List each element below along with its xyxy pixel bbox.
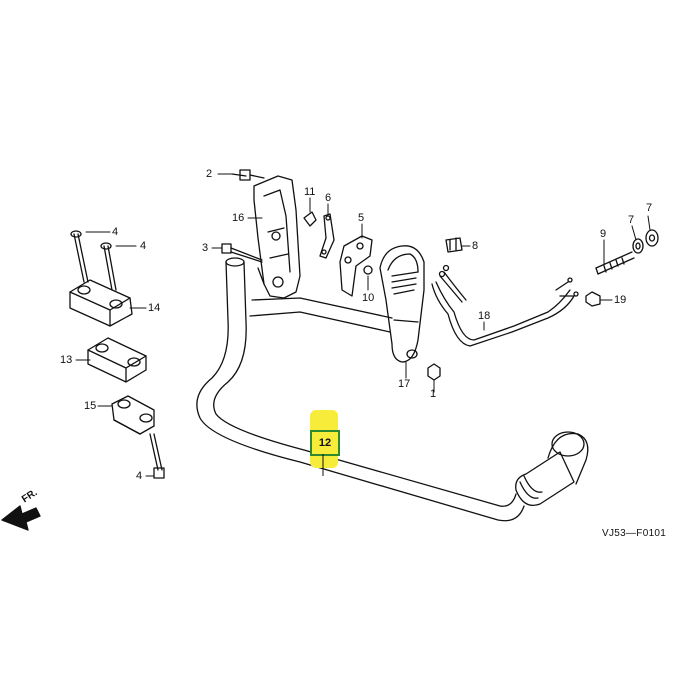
- callout-6[interactable]: 6: [325, 192, 331, 204]
- bolt-2[interactable]: [231, 169, 265, 181]
- callout-6-text: 6: [325, 192, 332, 204]
- callout-4c[interactable]: 4: [136, 470, 142, 482]
- callout-2-text: 2: [206, 168, 213, 180]
- callout-3-text: 3: [202, 242, 209, 254]
- callout-7a-text: 7: [628, 214, 635, 226]
- callout-7b[interactable]: 7: [646, 202, 652, 214]
- handlebar-arm[interactable]: [196, 257, 525, 522]
- callout-13[interactable]: 13: [60, 354, 72, 366]
- callout-14-text: 14: [148, 302, 161, 314]
- nut-10[interactable]: [363, 265, 373, 275]
- bolt-3[interactable]: [221, 243, 263, 263]
- washer-7b[interactable]: [645, 229, 659, 247]
- callout-17-text: 17: [398, 378, 411, 390]
- part-12-label: 12: [318, 437, 332, 449]
- callout-13-text: 13: [60, 354, 73, 366]
- leader-lines: [75, 173, 651, 477]
- callout-4b[interactable]: 4: [140, 240, 146, 252]
- threaded-rod-9[interactable]: [595, 251, 635, 275]
- washer-7a[interactable]: [632, 238, 644, 254]
- bolt-4c[interactable]: [149, 433, 165, 479]
- callout-1[interactable]: 1: [430, 388, 436, 400]
- bolt-4a[interactable]: [70, 230, 89, 283]
- throttle-lever-17[interactable]: [379, 245, 425, 363]
- callout-10-text: 10: [362, 292, 375, 304]
- grip[interactable]: [515, 431, 589, 507]
- front-arrow-icon: [1, 505, 41, 531]
- callout-1-text: 1: [430, 388, 437, 400]
- bolt-19[interactable]: [585, 291, 601, 307]
- callout-4a-text: 4: [112, 226, 119, 238]
- callout-16-text: 16: [232, 212, 245, 224]
- switch-wire-18[interactable]: [431, 264, 579, 347]
- clip-11[interactable]: [303, 211, 317, 227]
- callout-4a[interactable]: 4: [112, 226, 118, 238]
- lower-holder-13[interactable]: [87, 337, 147, 383]
- callout-19[interactable]: 19: [614, 294, 626, 306]
- callout-18[interactable]: 18: [478, 310, 490, 322]
- callout-19-text: 19: [614, 294, 627, 306]
- callout-4b-text: 4: [140, 240, 147, 252]
- callout-11-text: 11: [304, 186, 316, 198]
- callout-5[interactable]: 5: [358, 212, 364, 224]
- part-12-callout-box[interactable]: 12: [310, 430, 340, 456]
- lever-5[interactable]: [339, 235, 373, 297]
- callout-8[interactable]: 8: [472, 240, 478, 252]
- callout-10[interactable]: 10: [362, 292, 374, 304]
- callout-15-text: 15: [84, 400, 97, 412]
- callout-4c-text: 4: [136, 470, 143, 482]
- bolt-4b[interactable]: [100, 242, 117, 291]
- throttle-bracket[interactable]: [253, 175, 301, 299]
- part-12-highlight: [310, 410, 338, 468]
- callout-11[interactable]: 11: [304, 186, 315, 198]
- callout-5-text: 5: [358, 212, 365, 224]
- callout-7b-text: 7: [646, 202, 653, 214]
- holder-base-15[interactable]: [111, 395, 155, 435]
- callout-14[interactable]: 14: [148, 302, 160, 314]
- callout-15[interactable]: 15: [84, 400, 96, 412]
- upper-holder-14[interactable]: [69, 279, 133, 327]
- callout-8-text: 8: [472, 240, 479, 252]
- callout-3[interactable]: 3: [202, 242, 208, 254]
- callout-2[interactable]: 2: [206, 168, 212, 180]
- callout-7a[interactable]: 7: [628, 214, 634, 226]
- lever-link-6[interactable]: [319, 213, 335, 259]
- callout-9-text: 9: [600, 228, 607, 240]
- diagram-code: VJ53—F0101: [602, 528, 666, 539]
- clip-8[interactable]: [445, 237, 463, 253]
- callout-18-text: 18: [478, 310, 491, 322]
- callout-16[interactable]: 16: [232, 212, 244, 224]
- callout-17[interactable]: 17: [398, 378, 410, 390]
- diagram-code-text: VJ53—F0101: [602, 528, 667, 539]
- callout-9[interactable]: 9: [600, 228, 606, 240]
- nut-1[interactable]: [427, 363, 441, 381]
